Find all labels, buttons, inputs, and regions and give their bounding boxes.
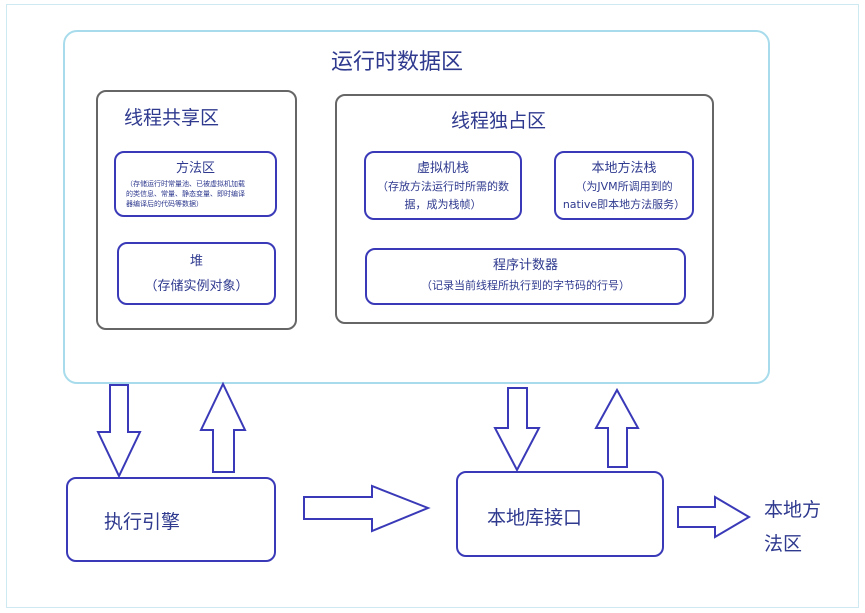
runtime-data-area-title: 运行时数据区 xyxy=(331,50,464,75)
vm-stack-desc-line: 据，成为栈帧） xyxy=(404,198,482,211)
arrow-right-icon xyxy=(303,484,431,533)
diagram-frame xyxy=(6,4,859,608)
program-counter-desc: （记录当前线程所执行到的字节码的行号） xyxy=(421,279,630,292)
program-counter-box: 程序计数器 （记录当前线程所执行到的字节码的行号） xyxy=(365,248,686,305)
native-method-stack-title: 本地方法栈 xyxy=(591,161,657,176)
method-area-box: 方法区 （存储运行时常量池、已被虚拟机加载 的类信息、常量、静态变量、即时编译 … xyxy=(114,151,277,217)
vm-stack-title: 虚拟机栈 xyxy=(416,161,469,176)
method-area-desc: （存储运行时常量池、已被虚拟机加载 的类信息、常量、静态变量、即时编译 器编译后… xyxy=(126,179,275,209)
native-method-library-line: 法区 xyxy=(764,533,803,555)
execution-engine-box: 执行引擎 xyxy=(66,477,276,562)
vm-stack-desc-line: （存放方法运行时所需的数 xyxy=(377,180,509,193)
vm-stack-box: 虚拟机栈 （存放方法运行时所需的数 据，成为栈帧） xyxy=(364,151,522,220)
native-method-stack-box: 本地方法栈 （为JVM所调用到的 native即本地方法服务） xyxy=(554,151,694,220)
program-counter-title: 程序计数器 xyxy=(492,258,558,273)
arrow-up-icon xyxy=(594,387,640,468)
arrow-down-icon xyxy=(493,387,541,473)
execution-engine-label: 执行引擎 xyxy=(104,511,181,533)
thread-exclusive-area-title: 线程独占区 xyxy=(451,110,547,132)
method-area-desc-line: 器编译后的代码等数据） xyxy=(126,200,203,208)
arrow-right-icon xyxy=(677,495,751,539)
method-area-desc-line: 的类信息、常量、静态变量、即时编译 xyxy=(126,190,245,198)
method-area-title: 方法区 xyxy=(175,161,215,176)
native-method-stack-desc-line: native即本地方法服务） xyxy=(562,198,686,211)
heap-title: 堆 xyxy=(189,254,203,269)
thread-shared-area-title: 线程共享区 xyxy=(124,107,220,129)
native-method-library: 本地方 法区 xyxy=(764,493,821,561)
native-interface-box: 本地库接口 xyxy=(456,471,664,557)
native-method-stack-desc: （为JVM所调用到的 native即本地方法服务） xyxy=(556,178,692,214)
native-method-library-line: 本地方 xyxy=(764,499,822,521)
heap-desc: （存储实例对象） xyxy=(144,279,249,294)
method-area-desc-line: （存储运行时常量池、已被虚拟机加载 xyxy=(126,180,245,188)
native-method-stack-desc-line: （为JVM所调用到的 xyxy=(575,180,673,193)
vm-stack-desc: （存放方法运行时所需的数 据，成为栈帧） xyxy=(366,178,520,214)
arrow-down-icon xyxy=(96,384,142,479)
native-interface-label: 本地库接口 xyxy=(487,507,583,529)
arrow-up-icon xyxy=(199,381,247,473)
heap-box: 堆 （存储实例对象） xyxy=(117,242,276,305)
